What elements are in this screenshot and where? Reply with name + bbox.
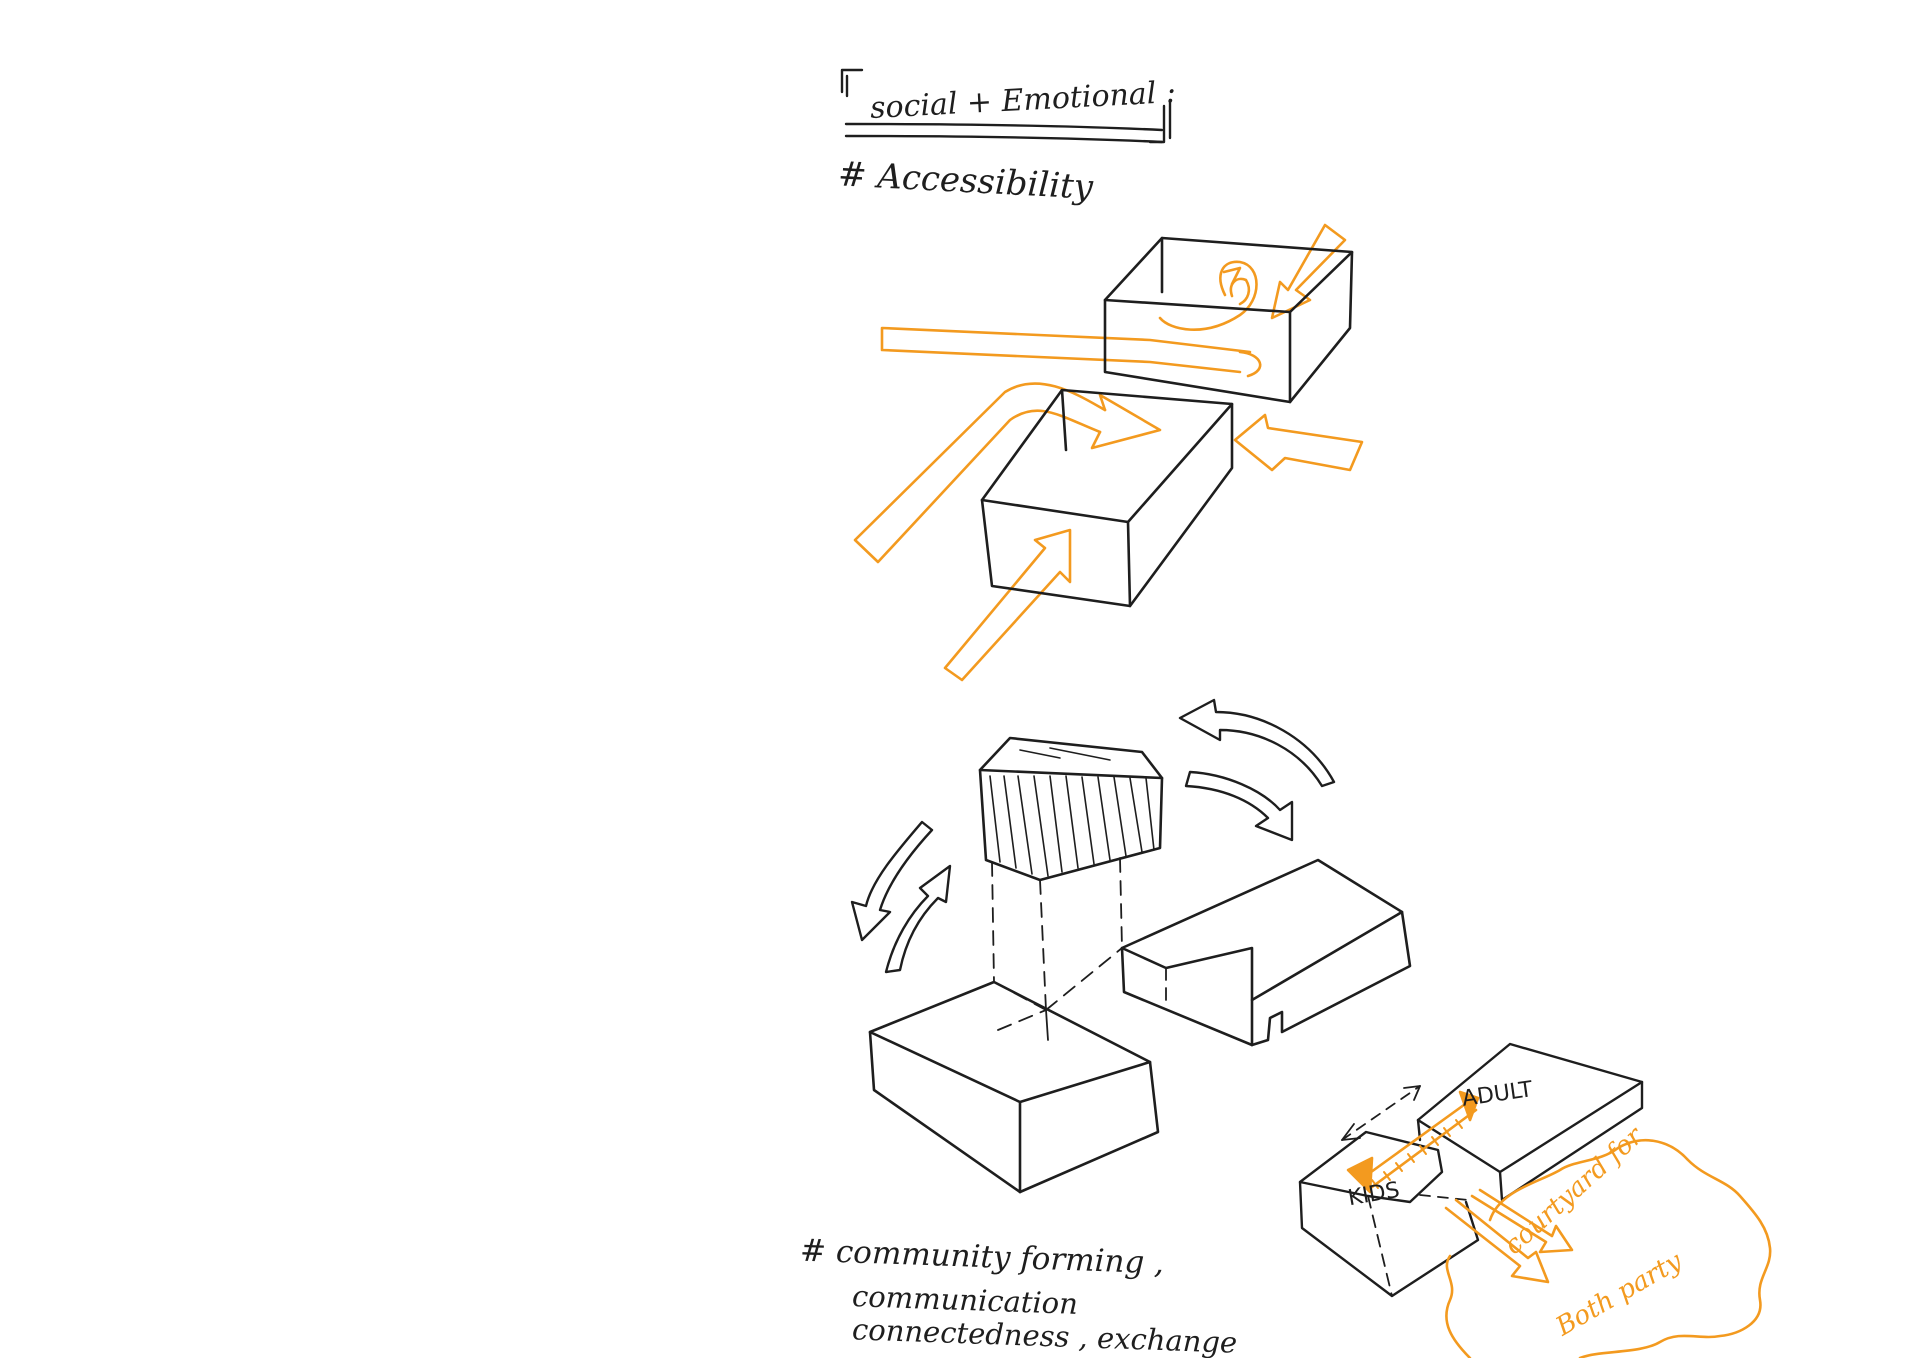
- projection-lines: [991, 857, 1123, 1031]
- block-left: [868, 980, 1160, 1194]
- accessibility-arrows: [853, 223, 1364, 682]
- mini-diagram-accent: [1346, 1090, 1772, 1358]
- rotate-arrow-top: [1178, 698, 1336, 788]
- courtyard-arrow-1: [1444, 1198, 1550, 1284]
- rotate-arrow-left-down: [850, 820, 934, 942]
- rotate-arrow-left-up: [884, 864, 952, 974]
- arrow-curved-left: [853, 382, 1107, 564]
- accessibility-boxes: [980, 236, 1354, 608]
- arrow-spiral: [1158, 260, 1258, 331]
- title-brackets: [840, 68, 1172, 144]
- courtyard-arrow-2: [1470, 1188, 1574, 1254]
- arrow-top-right: [1270, 223, 1347, 320]
- box-upper: [1103, 236, 1354, 404]
- mini-diagram: [1298, 1042, 1644, 1298]
- block-right: [1120, 858, 1412, 1047]
- arrow-left-into-top-box: [880, 326, 1252, 374]
- rotate-arrow-right: [1184, 770, 1294, 842]
- rotation-arrows: [850, 698, 1336, 974]
- courtyard-cloud: [1488, 1138, 1772, 1358]
- arrow-right-into-bottom-box: [1233, 413, 1364, 472]
- box-lower: [980, 388, 1234, 608]
- arrow-bottom-up: [943, 528, 1072, 682]
- hatched-block: [978, 736, 1164, 882]
